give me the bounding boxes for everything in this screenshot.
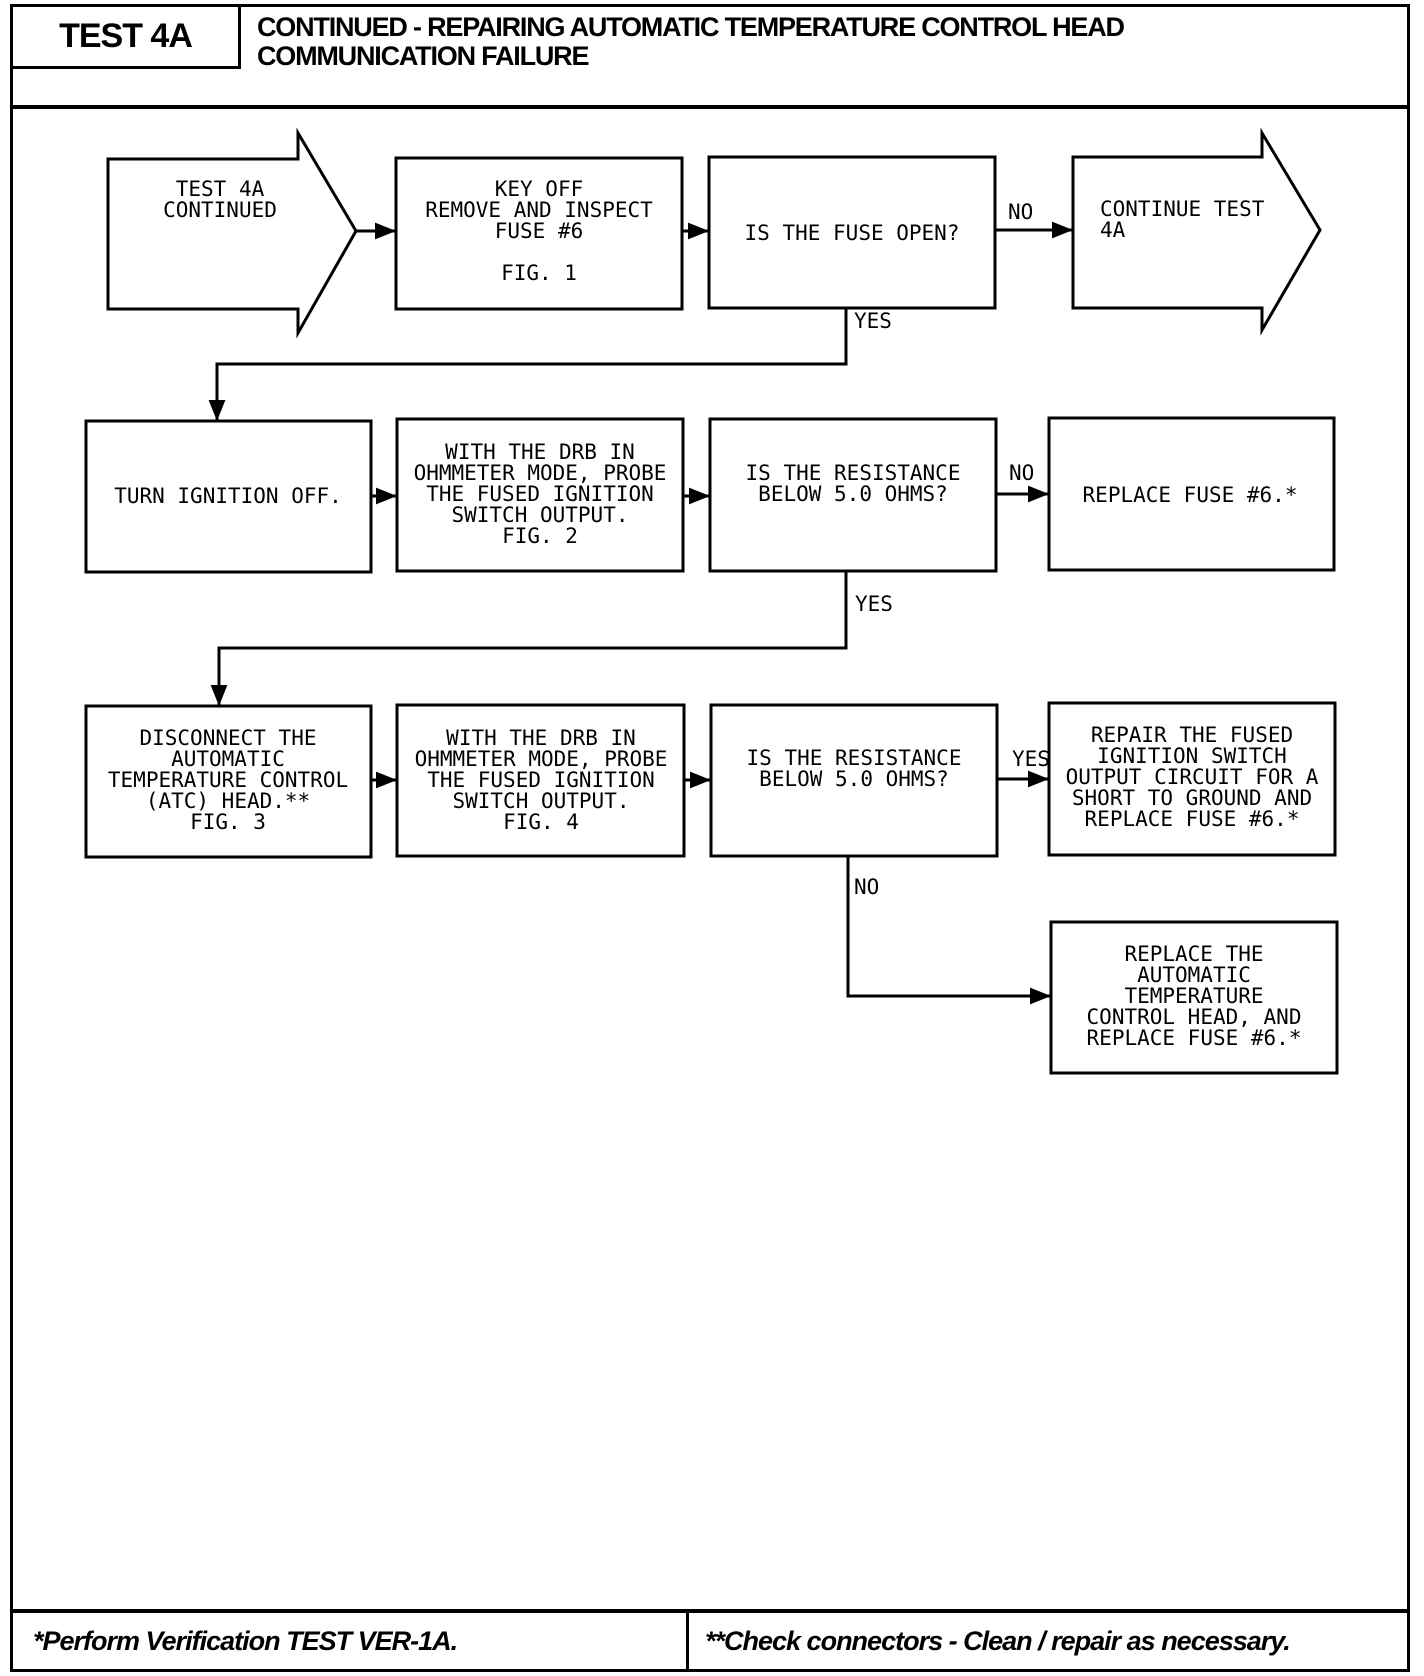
probe-2-text-line: FIG. 4: [503, 810, 579, 834]
probe-2-text-line: WITH THE DRB IN: [446, 726, 636, 750]
label-no-1: NO: [1008, 200, 1033, 224]
key-off-box: [394, 156, 684, 311]
repair-circuit-text-line: REPLACE FUSE #6.*: [1085, 807, 1300, 831]
turn-ignition-off-text-line: TURN IGNITION OFF.: [114, 484, 342, 508]
repair-circuit-text-line: SHORT TO GROUND AND: [1072, 786, 1312, 810]
probe-1-text-line: WITH THE DRB IN: [445, 440, 635, 464]
repair-circuit-text-line: OUTPUT CIRCUIT FOR A: [1066, 765, 1319, 789]
connector-res1-yes: [210, 571, 848, 706]
replace-head-text-line: AUTOMATIC: [1137, 963, 1251, 987]
probe-2-text-line: THE FUSED IGNITION: [427, 768, 655, 792]
repair-circuit-text-line: IGNITION SWITCH: [1097, 744, 1287, 768]
footer-note-verification: *Perform Verification TEST VER-1A.: [13, 1613, 689, 1669]
disconnect-atc-text-line: AUTOMATIC: [171, 747, 285, 771]
replace-head-text-line: TEMPERATURE: [1124, 984, 1263, 1008]
label-no-2: NO: [1009, 461, 1034, 485]
page-frame: TEST 4A CONTINUED - REPAIRING AUTOMATIC …: [10, 4, 1410, 1672]
resistance-question-2-line: IS THE RESISTANCE: [747, 746, 962, 770]
probe-2-text-line: SWITCH OUTPUT.: [452, 789, 629, 813]
turn-ignition-off-text: TURN IGNITION OFF.: [114, 484, 342, 508]
disconnect-atc-text-line: DISCONNECT THE: [139, 726, 316, 750]
footer-note-connectors: **Check connectors - Clean / repair as n…: [705, 1625, 1291, 1656]
replace-head-text-line: REPLACE THE: [1124, 942, 1263, 966]
footer: *Perform Verification TEST VER-1A. **Che…: [13, 1609, 1407, 1669]
replace-fuse-text-line: REPLACE FUSE #6.*: [1083, 483, 1298, 507]
probe-1-text-line: OHMMETER MODE, PROBE: [414, 461, 667, 485]
fuse-open-question: IS THE FUSE OPEN?: [745, 221, 960, 245]
key-off-text-line: KEY OFF: [495, 177, 584, 201]
start-label-line: TEST 4A: [176, 177, 265, 201]
replace-head-text-line: REPLACE FUSE #6.*: [1087, 1026, 1302, 1050]
disconnect-atc-text-line: TEMPERATURE CONTROL: [108, 768, 348, 792]
replace-head-text-line: CONTROL HEAD, AND: [1087, 1005, 1302, 1029]
connector-fuse-yes: [208, 308, 848, 421]
key-off-text-line: REMOVE AND INSPECT: [425, 198, 653, 222]
test-id: TEST 4A: [13, 7, 241, 69]
probe-2-text-line: OHMMETER MODE, PROBE: [415, 747, 668, 771]
fuse-open-question-line: IS THE FUSE OPEN?: [745, 221, 960, 245]
key-off-text-line: FUSE #6: [495, 219, 584, 243]
resistance-question-1-line: IS THE RESISTANCE: [746, 461, 961, 485]
start-arrow-shape: [106, 127, 358, 339]
title-line-2: COMMUNICATION FAILURE: [257, 41, 589, 71]
probe-1-text-line: SWITCH OUTPUT.: [451, 503, 628, 527]
disconnect-atc-text-line: FIG. 3: [190, 810, 266, 834]
label-yes-2: YES: [855, 592, 893, 616]
start-label-line: CONTINUED: [163, 198, 277, 222]
label-no-3: NO: [854, 875, 879, 899]
continue-label-line: 4A: [1100, 218, 1126, 242]
header: TEST 4A CONTINUED - REPAIRING AUTOMATIC …: [13, 7, 1407, 109]
resistance-question-1-line: BELOW 5.0 OHMS?: [758, 482, 948, 506]
label-yes-3: YES: [1012, 747, 1050, 771]
disconnect-atc-text-line: (ATC) HEAD.**: [146, 789, 310, 813]
resistance-question-2-line: BELOW 5.0 OHMS?: [759, 767, 949, 791]
replace-fuse-text: REPLACE FUSE #6.*: [1083, 483, 1298, 507]
connector-res2-no: [846, 856, 1051, 1005]
page-title: CONTINUED - REPAIRING AUTOMATIC TEMPERAT…: [257, 13, 1397, 71]
probe-1-text-line: FIG. 2: [502, 524, 578, 548]
continue-label-line: CONTINUE TEST: [1100, 197, 1265, 221]
label-yes-1: YES: [854, 309, 892, 333]
title-line-1: CONTINUED - REPAIRING AUTOMATIC TEMPERAT…: [257, 12, 1125, 42]
repair-circuit-text-line: REPAIR THE FUSED: [1091, 723, 1293, 747]
key-off-text-line: FIG. 1: [501, 261, 577, 285]
continue-arrow-shape: [1071, 127, 1322, 336]
probe-1-text-line: THE FUSED IGNITION: [426, 482, 654, 506]
